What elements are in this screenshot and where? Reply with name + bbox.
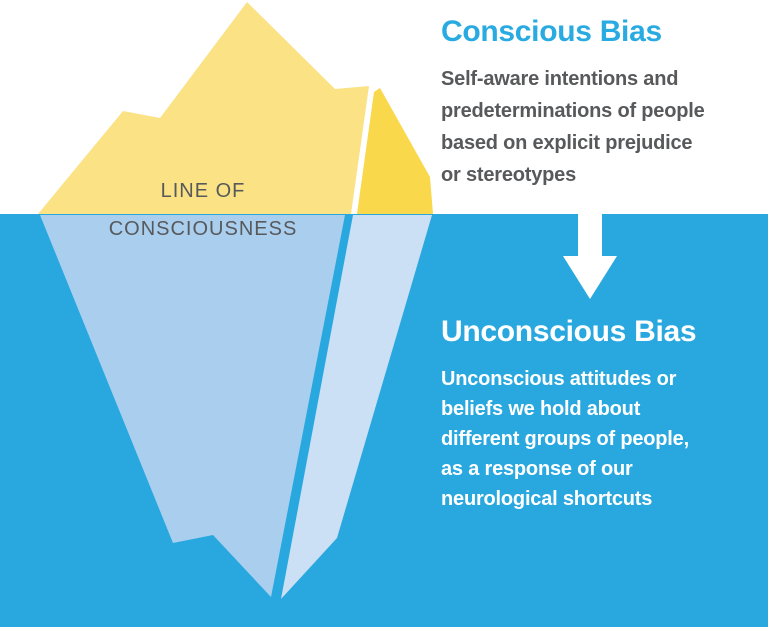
unconscious-bias-description: Unconscious attitudes or beliefs we hold… <box>441 364 689 514</box>
description-line: Self-aware intentions and <box>441 68 679 90</box>
line-of-consciousness-label-line2: CONSCIOUSNESS <box>108 218 298 240</box>
description-line: based on explicit prejudice <box>441 132 693 154</box>
line-of-consciousness-label-line1: LINE OF <box>160 180 246 202</box>
down-arrow-icon <box>563 214 617 299</box>
description-line: as a response of our <box>441 458 633 480</box>
description-line: neurological shortcuts <box>441 488 653 510</box>
description-line: different groups of people, <box>441 428 689 450</box>
iceberg-underwater-main <box>40 215 345 597</box>
unconscious-bias-heading: Unconscious Bias <box>441 315 697 348</box>
conscious-bias-description: Self-aware intentions and predeterminati… <box>441 63 705 191</box>
description-line: Unconscious attitudes or <box>441 368 677 390</box>
description-line: or stereotypes <box>441 164 577 186</box>
line-of-consciousness-label: LINE OF CONSCIOUSNESS <box>107 172 299 248</box>
description-line: beliefs we hold about <box>441 398 641 420</box>
iceberg-tip-main <box>38 2 369 214</box>
description-line: predeterminations of people <box>441 100 705 122</box>
iceberg-tip-small <box>357 88 433 214</box>
iceberg-underwater-small <box>281 215 432 599</box>
conscious-bias-heading: Conscious Bias <box>441 15 662 48</box>
